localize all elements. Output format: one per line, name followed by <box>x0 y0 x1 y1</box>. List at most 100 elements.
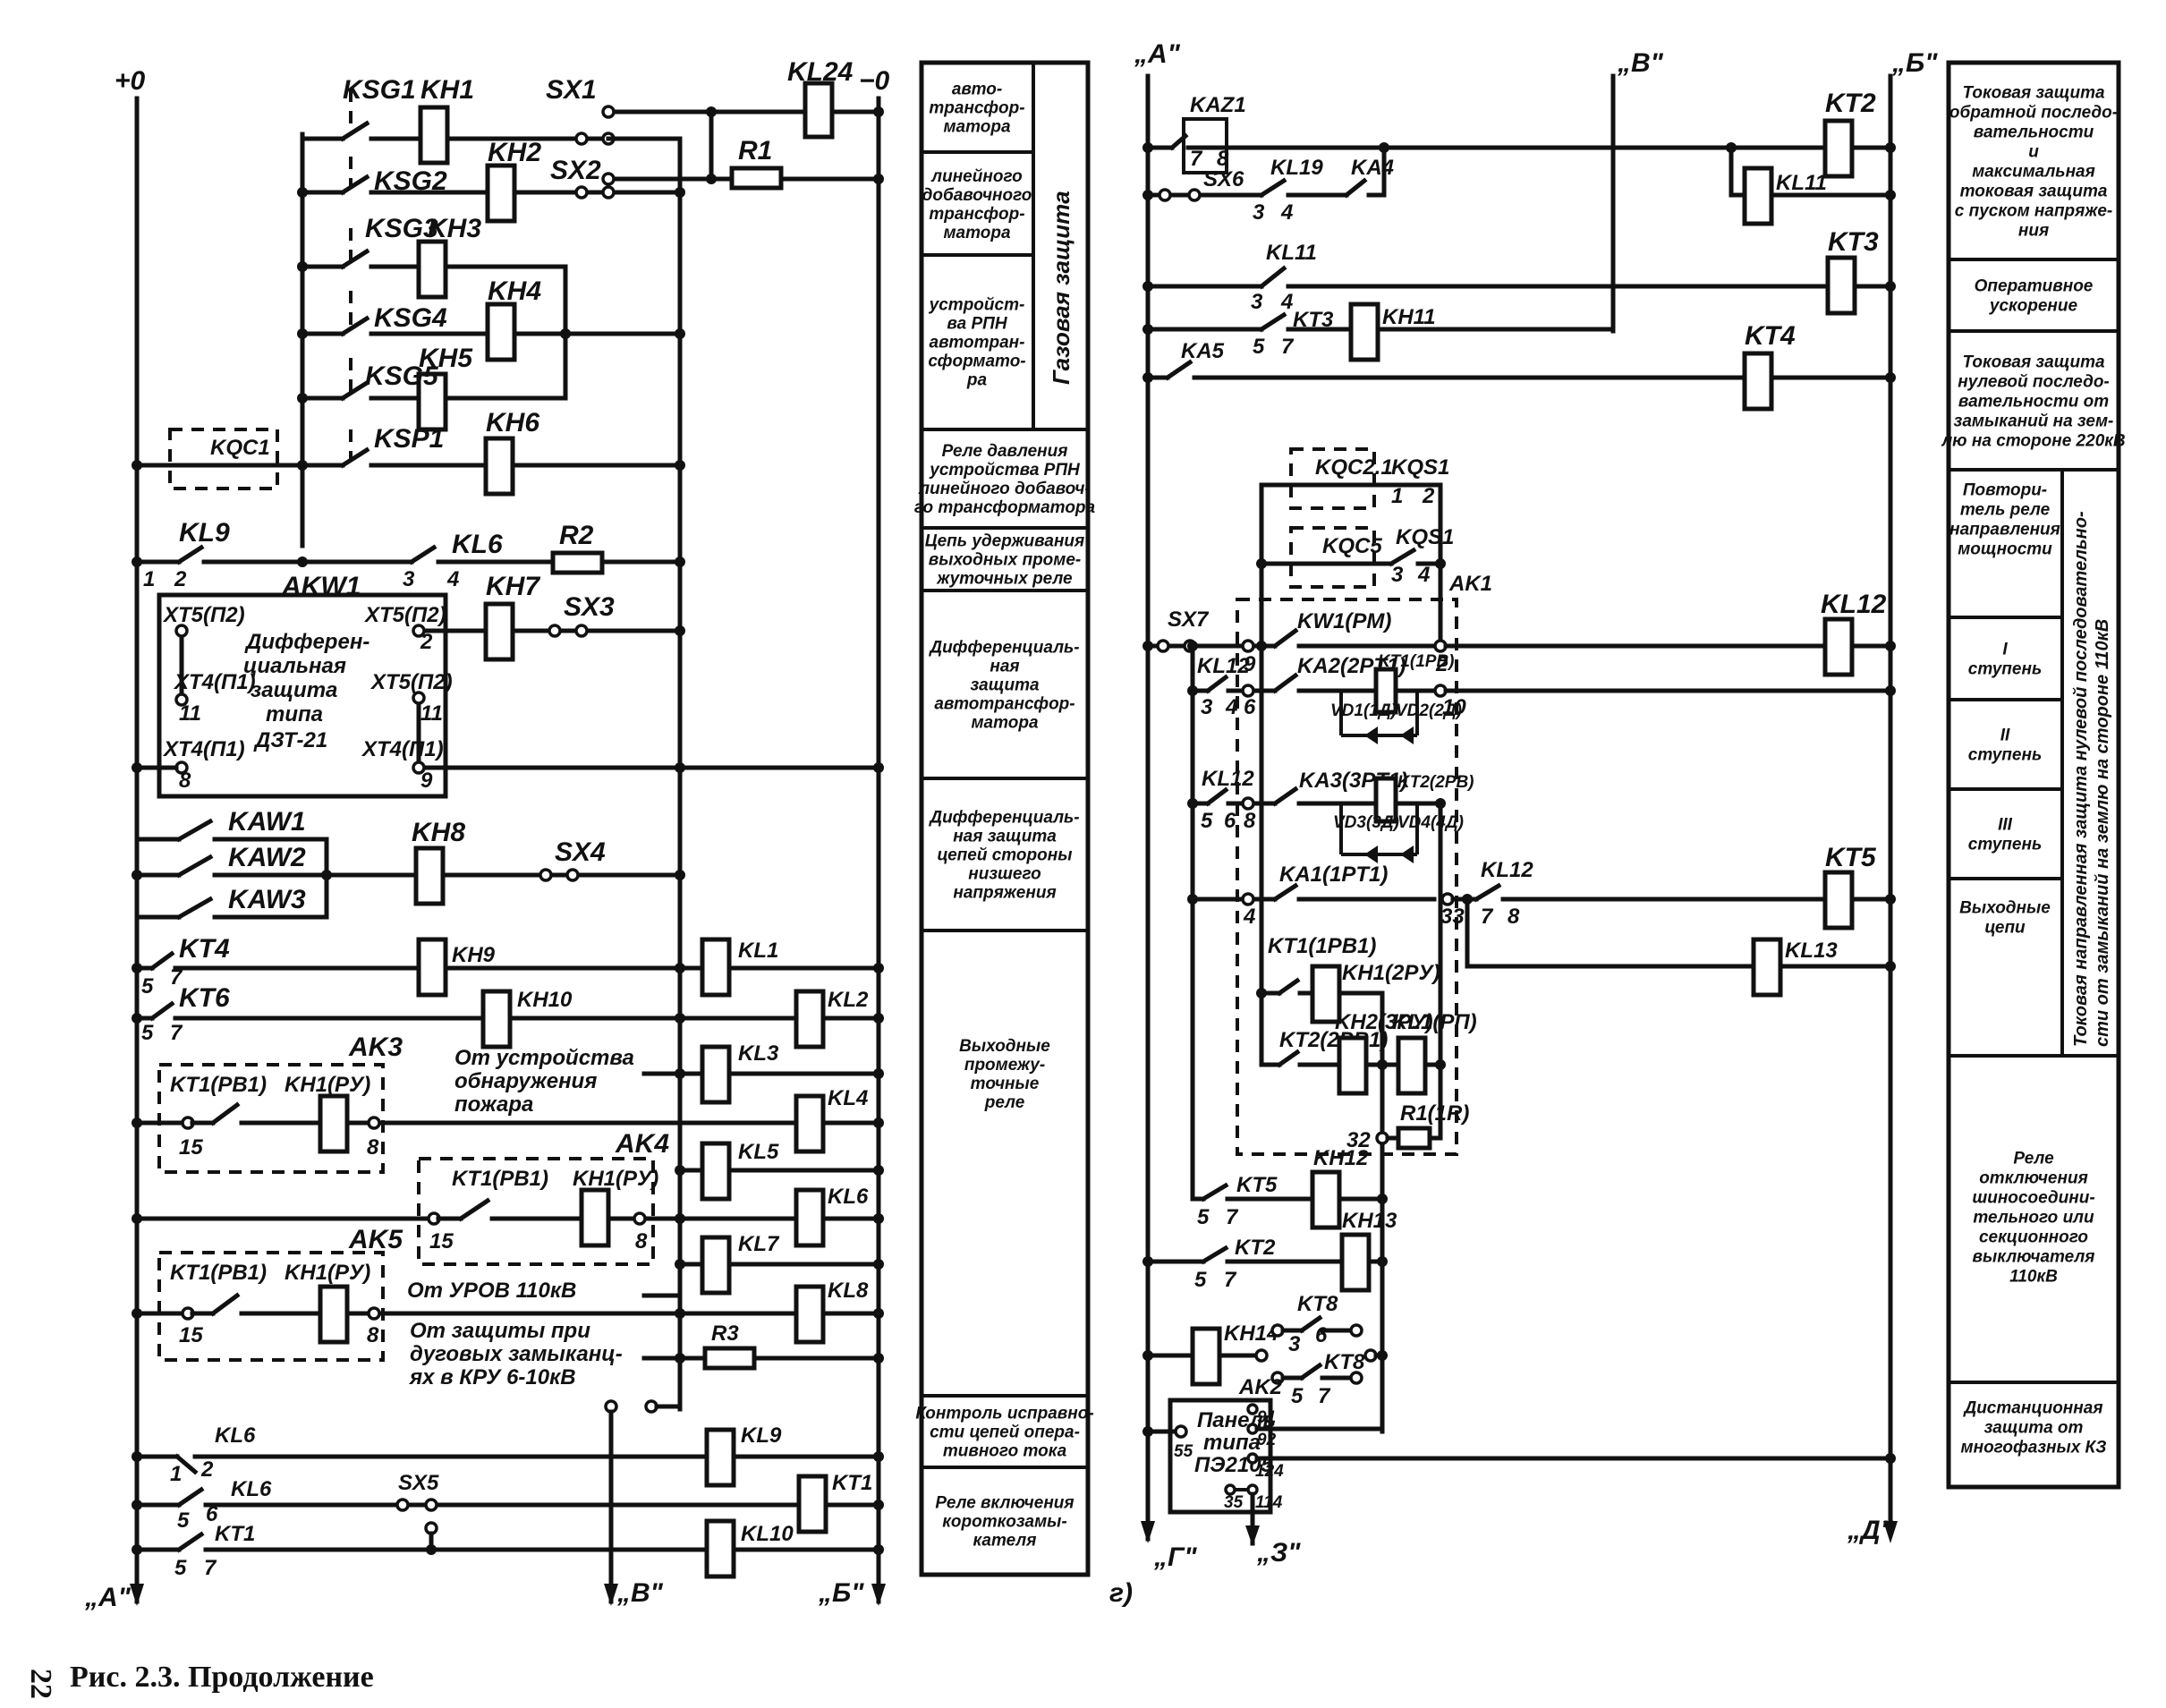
svg-text:KT1(PB1): KT1(PB1) <box>452 1167 548 1191</box>
left-legend-text: тивного тока <box>943 1442 1067 1461</box>
label-kqc1: KQC1 <box>210 436 270 460</box>
left-legend: авто-трансфор-маторалинейногодобавочного… <box>914 60 1096 1577</box>
svg-text:XT5(П2): XT5(П2) <box>162 603 245 627</box>
svg-text:KQC2.1: KQC2.1 <box>1315 455 1393 480</box>
svg-text:11: 11 <box>179 701 201 726</box>
svg-text:KT1(PB1): KT1(PB1) <box>170 1261 267 1285</box>
svg-text:От защиты при: От защиты при <box>410 1319 590 1343</box>
right-legend-text: вательности <box>1974 123 2094 142</box>
right-legend-text: Повтори- <box>1963 481 2047 500</box>
relay-coil-kt1 <box>796 1474 828 1534</box>
left-legend-text: Дифференциаль- <box>928 809 1079 828</box>
label-kh9: KH9 <box>452 943 496 967</box>
right-legend-text: защита от <box>1984 1419 2084 1438</box>
svg-text:8: 8 <box>1244 809 1256 833</box>
svg-text:4: 4 <box>1243 905 1255 929</box>
svg-text:92: 92 <box>1257 1431 1277 1449</box>
svg-text:5: 5 <box>1201 809 1213 833</box>
right-legend-text: направления <box>1949 521 2060 540</box>
label-kh6: KH6 <box>486 408 539 438</box>
bus-label-d: „Д" <box>1847 1516 1894 1545</box>
svg-text:32: 32 <box>1346 1128 1371 1152</box>
svg-text:1: 1 <box>170 1462 182 1486</box>
svg-text:15: 15 <box>429 1229 454 1253</box>
right-legend-text: Токовая защита <box>1962 84 2105 103</box>
right-legend-text: замыканий на зем- <box>1954 412 2114 431</box>
svg-text:7: 7 <box>1226 1205 1239 1229</box>
svg-text:KH2(3PУ): KH2(3PУ) <box>1335 1010 1433 1034</box>
left-legend-text: ва РПН <box>947 315 1007 334</box>
right-legend-text: II <box>2000 727 2010 745</box>
svg-text:3: 3 <box>1201 695 1213 719</box>
svg-text:KQC5: KQC5 <box>1322 534 1382 558</box>
label-kh14: KH14 <box>1224 1321 1278 1346</box>
label-ksg4: KSG4 <box>374 303 447 333</box>
left-legend-text: добавочного <box>922 186 1032 205</box>
relay-coil-kh1-2py <box>1310 964 1342 1024</box>
svg-text:3: 3 <box>1251 290 1263 314</box>
right-legend-text: Токовая защита <box>1962 353 2105 372</box>
relay-coil-kh1-ak4 <box>579 1187 611 1248</box>
right-legend-text: цепи <box>1984 919 2026 938</box>
left-legend-text: кателя <box>973 1532 1037 1551</box>
left-legend-text: матора <box>943 224 1010 242</box>
right-legend-text: Оперативное <box>1975 277 2094 296</box>
label-ksg1: KSG1 <box>343 75 416 105</box>
svg-text:ях в КРУ 6-10кВ: ях в КРУ 6-10кВ <box>408 1365 576 1389</box>
right-legend-text: Выходные <box>1959 899 2051 918</box>
svg-text:Дифферен-: Дифферен- <box>244 630 369 654</box>
svg-text:55: 55 <box>1174 1442 1193 1461</box>
svg-text:KL6: KL6 <box>215 1423 256 1448</box>
left-legend-text: защита <box>970 676 1040 695</box>
svg-text:9: 9 <box>420 769 433 793</box>
right-legend-text: нулевой последо- <box>1958 373 2110 392</box>
right-legend-text: ускорение <box>1989 297 2078 316</box>
right-legend-text: III <box>1998 816 2013 835</box>
right-legend-text: 110кВ <box>2009 1268 2058 1287</box>
left-legend-text: низшего <box>968 865 1041 884</box>
left-legend-text: автотрансфор- <box>934 695 1075 714</box>
label-kl2: KL2 <box>828 988 869 1012</box>
relay-coil-kl3 <box>700 1044 732 1105</box>
svg-text:типа: типа <box>266 702 323 727</box>
label-r3: R3 <box>711 1321 739 1346</box>
left-legend-text: Выходные <box>959 1037 1050 1056</box>
relay-coil-kh8 <box>413 846 446 906</box>
svg-text:KT5: KT5 <box>1236 1173 1278 1197</box>
svg-text:пожара: пожара <box>454 1092 533 1117</box>
relay-coil-kl5 <box>700 1141 732 1202</box>
relay-coil-kh14 <box>1190 1326 1222 1387</box>
right-legend-text: I <box>2002 641 2008 659</box>
ak5-box <box>157 1251 385 1362</box>
kqc1-box <box>168 428 279 490</box>
svg-text:KL1(PП): KL1(PП) <box>1392 1010 1477 1034</box>
right-legend-text: Реле <box>2013 1150 2054 1168</box>
svg-text:5: 5 <box>1253 335 1265 359</box>
right-legend-text: ния <box>2018 222 2049 241</box>
left-legend-cell: Контроль исправно-сти цепей опера-тивног… <box>915 1405 1093 1461</box>
svg-text:1: 1 <box>143 567 155 591</box>
relay-coil-kh4 <box>485 302 517 362</box>
svg-text:KW1(PM): KW1(PM) <box>1297 609 1391 633</box>
right-legend-text: секционного <box>1979 1228 2088 1247</box>
label-kh8: KH8 <box>412 818 465 847</box>
svg-text:XT5(П2): XT5(П2) <box>363 603 446 627</box>
subfigure-label: г) <box>1109 1578 1133 1608</box>
svg-text:KT1(1PB): KT1(1PB) <box>1378 652 1455 671</box>
label-sx3: SX3 <box>564 592 615 622</box>
left-legend-text: линейного добавоч- <box>918 480 1090 498</box>
label-kh10: KH10 <box>517 988 573 1012</box>
relay-coil-kl12 <box>1822 616 1855 677</box>
left-legend-text: сти цепей опера- <box>930 1423 1080 1442</box>
svg-text:защита: защита <box>251 678 337 702</box>
left-legend-text: автотран- <box>930 334 1025 353</box>
right-legend-text: лю на стороне 220кВ <box>1941 432 2126 451</box>
resistor-r1-1r <box>1396 1126 1432 1151</box>
svg-text:5: 5 <box>1197 1205 1210 1229</box>
label-kl4: KL4 <box>828 1086 868 1110</box>
label-kl12-coil: KL12 <box>1821 590 1887 619</box>
right-legend-text: выключателя <box>1973 1248 2095 1267</box>
svg-text:6: 6 <box>1244 695 1256 719</box>
label-ak4: AK4 <box>615 1129 669 1159</box>
